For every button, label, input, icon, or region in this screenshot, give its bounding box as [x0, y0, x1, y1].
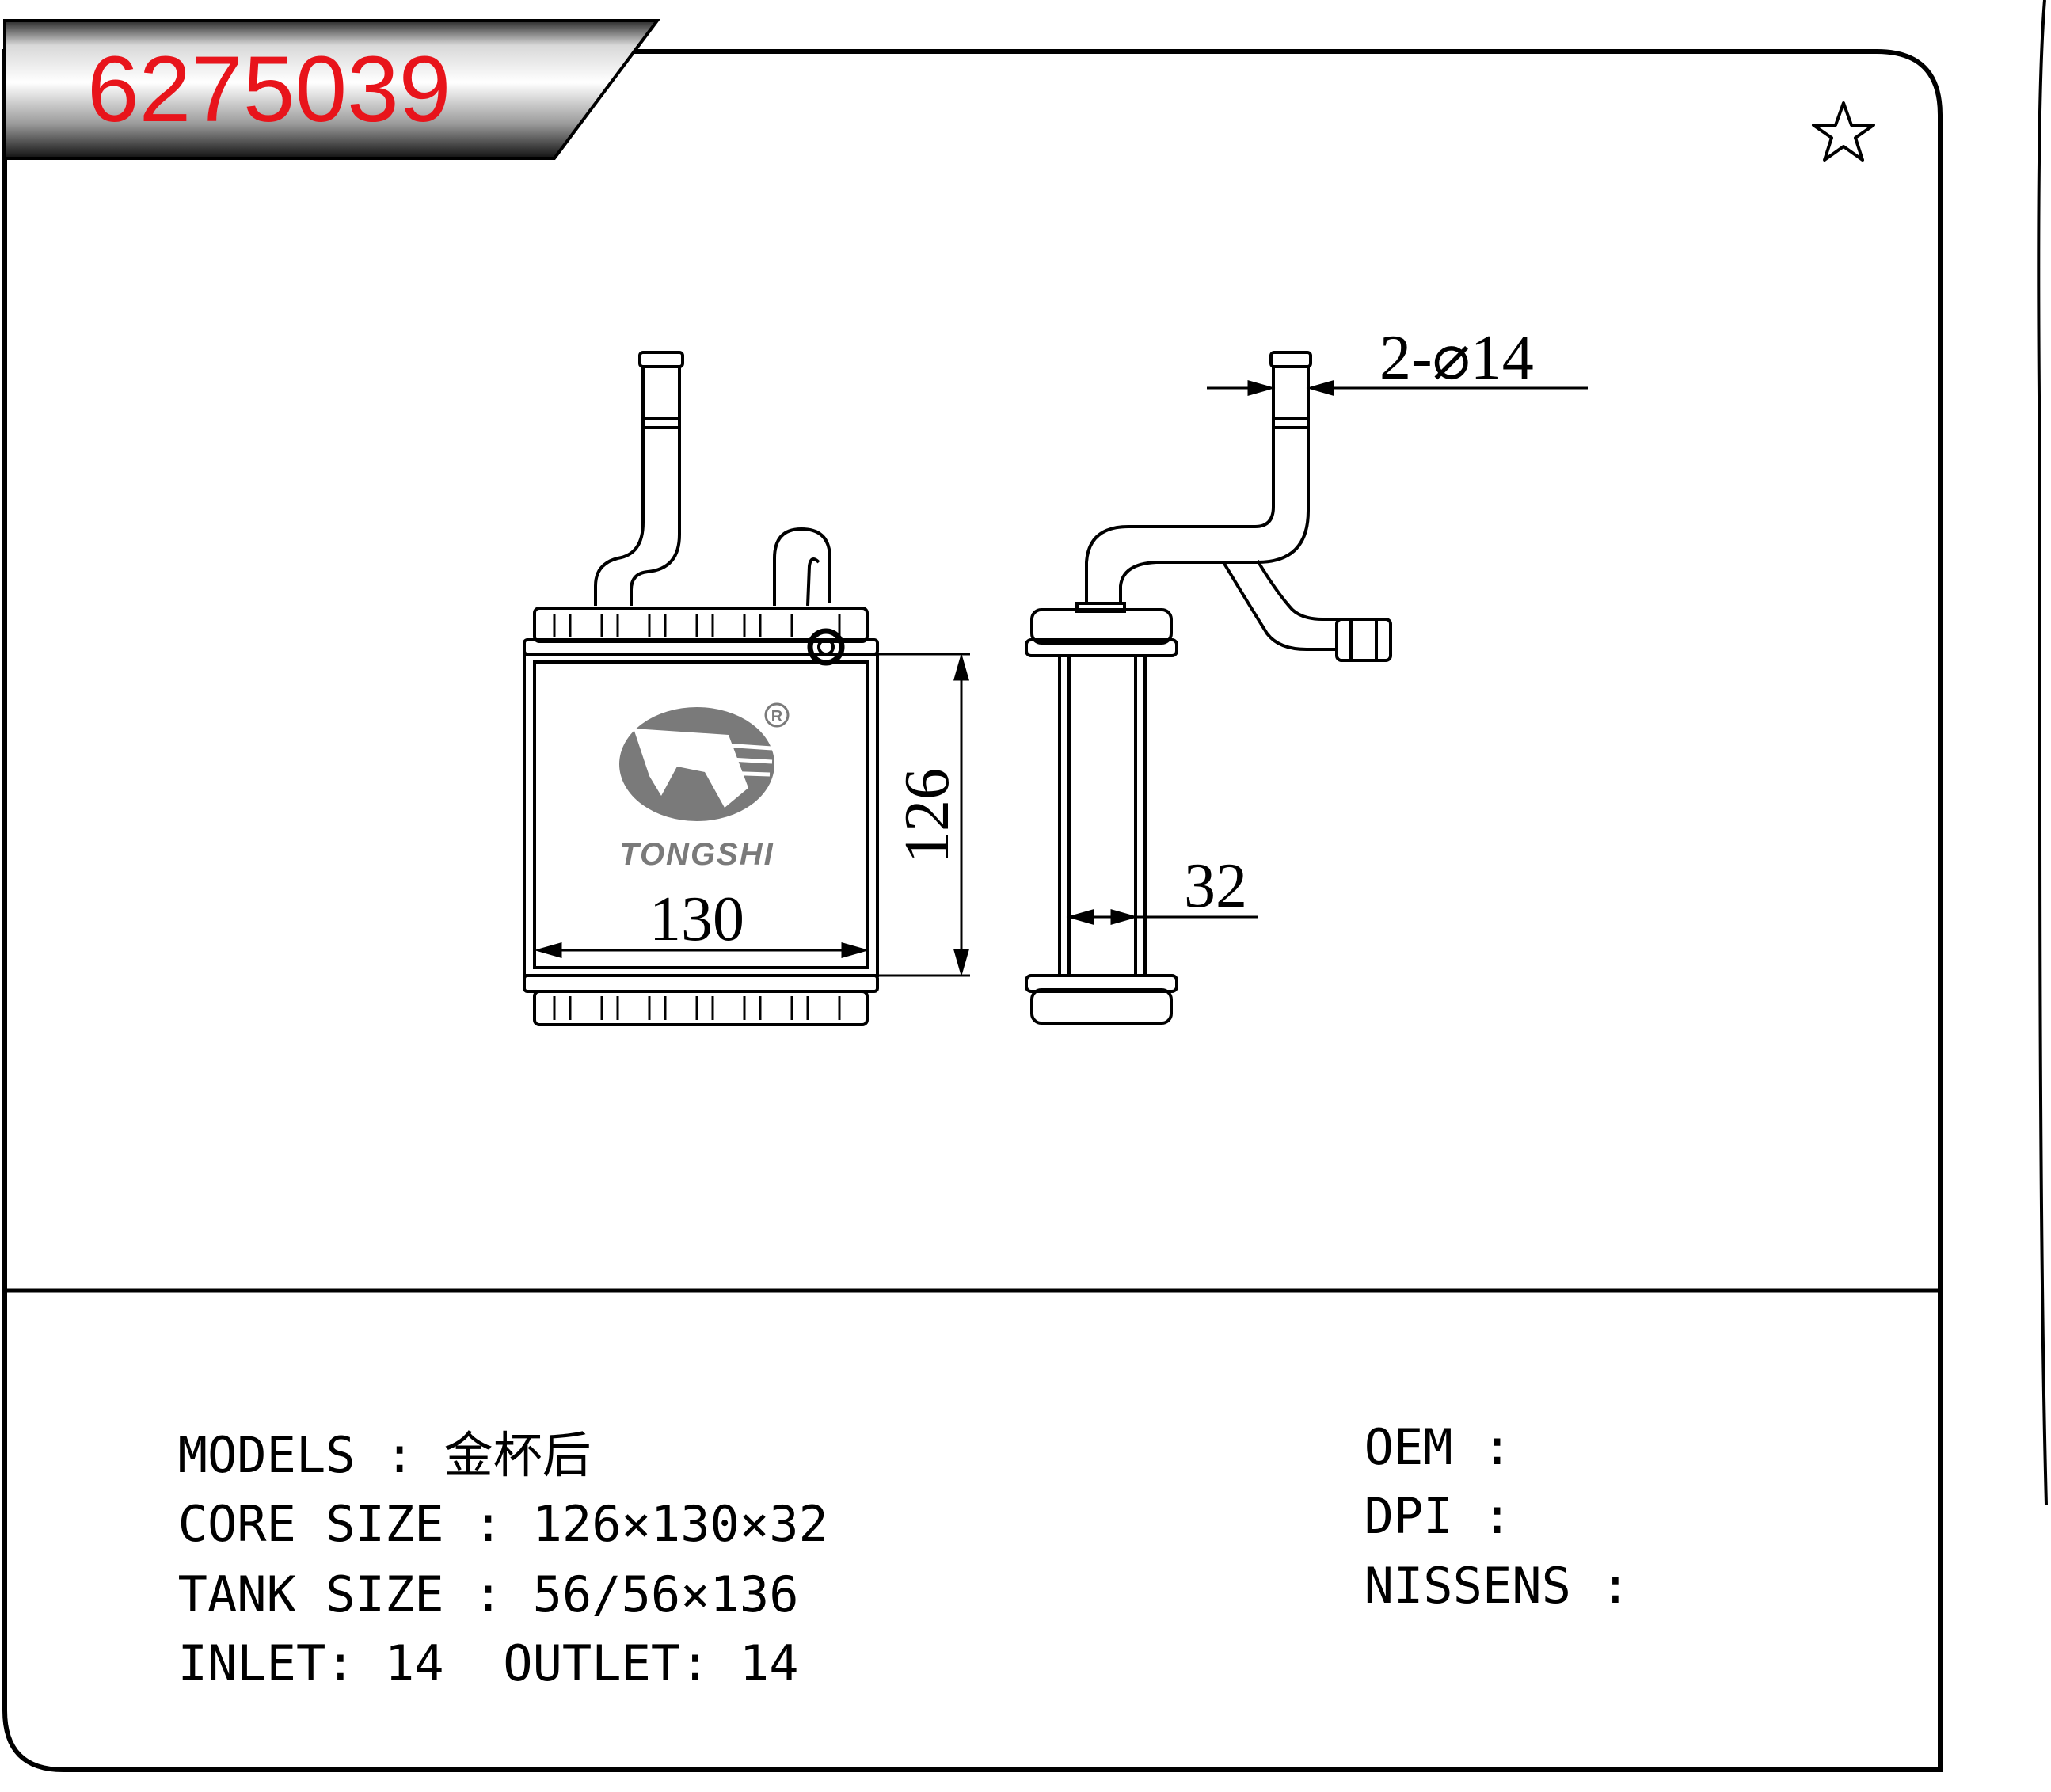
sheet-frame	[2, 49, 1943, 1772]
outlet-label: OUTLET	[503, 1634, 681, 1692]
star-outline-icon[interactable]	[1812, 101, 1875, 162]
tank-size-value: 56/56×136	[532, 1566, 799, 1623]
front-bottom-ribs	[553, 996, 841, 1020]
front-top-ribs	[553, 614, 841, 637]
nissens-label: NISSENS	[1364, 1557, 1571, 1615]
header-tab	[3, 19, 660, 160]
dpi-label: DPI	[1364, 1487, 1453, 1545]
height-dimension	[879, 653, 970, 977]
tongshi-logo: R TONGSHI	[619, 702, 790, 872]
front-view	[523, 351, 879, 1026]
side-bottom-tank	[1030, 988, 1173, 1025]
side-core	[1058, 654, 1147, 977]
front-bottom-tank	[533, 990, 869, 1026]
spec-oem: OEM :	[1364, 1418, 1513, 1476]
spec-tank-size: TANK SIZE : 56/56×136	[177, 1566, 799, 1623]
spec-models: MODELS : 金杯后	[177, 1426, 592, 1484]
tank-size-label: TANK SIZE	[177, 1566, 444, 1623]
models-value: 金杯后	[443, 1426, 592, 1484]
spec-nissens: NISSENS :	[1364, 1557, 1631, 1615]
pipe-label: 2-⌀14	[1379, 323, 1534, 393]
depth-dimension	[1066, 909, 1258, 925]
side-inlet-pipe	[1085, 367, 1310, 603]
core-size-label: CORE SIZE	[177, 1495, 444, 1553]
pipe-dimension	[1207, 380, 1588, 396]
front-left-pipe-cap	[638, 351, 684, 368]
width-dimension	[534, 942, 869, 958]
registered-mark	[764, 702, 790, 728]
side-outlet-pipe	[1222, 559, 1338, 651]
part-number: 6275039	[87, 37, 451, 142]
front-outlet-ring	[807, 628, 845, 666]
models-label: MODELS	[177, 1426, 356, 1484]
svg-text:R: R	[771, 708, 783, 725]
inlet-label: INLET	[177, 1634, 326, 1692]
side-outlet-fitting	[1335, 618, 1392, 662]
front-right-pipe	[773, 527, 831, 607]
width-label: 130	[649, 885, 744, 954]
side-top-tank	[1030, 608, 1173, 645]
core-size-value: 126×130×32	[532, 1495, 828, 1553]
side-inlet-pipe-cap	[1269, 351, 1312, 368]
front-left-pipe	[594, 367, 681, 606]
depth-label: 32	[1184, 851, 1247, 921]
spec-inlet-outlet: INLET: 14 OUTLET: 14	[177, 1634, 799, 1692]
inlet-value: 14	[384, 1634, 444, 1692]
brand-logo-text: TONGSHI	[619, 837, 774, 872]
spec-dpi: DPI :	[1364, 1487, 1513, 1545]
side-view	[1025, 351, 1392, 1025]
right-edge-line	[2037, 0, 2048, 1505]
height-label: 126	[892, 768, 962, 863]
outlet-value: 14	[739, 1634, 799, 1692]
oem-label: OEM	[1364, 1418, 1453, 1476]
spec-core-size: CORE SIZE : 126×130×32	[177, 1495, 828, 1553]
